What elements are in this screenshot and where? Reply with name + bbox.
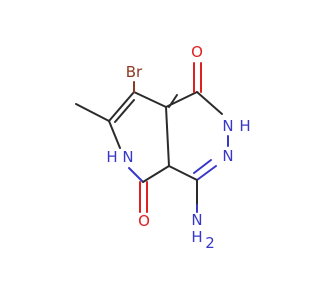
bromine-label: Br <box>126 63 143 81</box>
bond-c7-c6-inner <box>114 99 135 123</box>
nh-left-n-label: N <box>122 148 133 166</box>
oxygen-top-label: O <box>191 43 203 61</box>
bond-c1-nh <box>196 91 223 115</box>
bond-c8a-carbonyl <box>168 94 178 108</box>
nh-left-h-label: H <box>106 148 117 166</box>
n-right-label: N <box>222 147 233 165</box>
molecule-structure: Br O N H N H N O N H 2 <box>75 43 251 252</box>
nh-right-h-label: H <box>239 117 250 135</box>
bond-nh-c5 <box>128 167 144 183</box>
bond-n-c4 <box>196 165 217 181</box>
oxygen-bottom-label: O <box>138 212 150 230</box>
bond-c5-c4a <box>142 165 170 183</box>
bond-c7-c6 <box>108 91 135 122</box>
nh-right-n-label: N <box>222 117 233 135</box>
bond-c6-methyl <box>75 103 110 122</box>
nh2-n-label: N <box>191 211 202 229</box>
bond-c4-c4a <box>168 165 198 181</box>
bond-n-c4-inner <box>193 159 212 174</box>
nh2-subscript-label: 2 <box>205 234 215 252</box>
bond-c4a-c8a <box>165 106 170 167</box>
bond-c8a-c7 <box>133 91 167 108</box>
bond-c6-nh <box>108 120 121 149</box>
nh2-h-label: H <box>191 228 202 246</box>
